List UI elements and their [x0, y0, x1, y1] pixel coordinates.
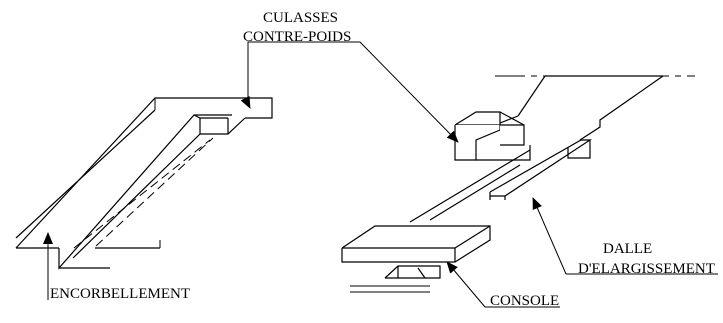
label-dalle: DALLE	[603, 241, 652, 257]
label-elargissement: D'ELARGISSEMENT	[578, 261, 715, 277]
label-console: CONSOLE	[490, 293, 559, 309]
console-leader	[446, 261, 560, 308]
dalle-leader	[532, 197, 718, 275]
label-contre-poids: CONTRE-POIDS	[243, 29, 351, 45]
label-encorbellement: ENCORBELLEMENT	[50, 286, 190, 302]
encorbellement-drawing	[15, 97, 273, 270]
console-and-slab-drawing	[341, 75, 695, 293]
culasses-leader	[240, 41, 459, 143]
label-culasses: CULASSES	[263, 10, 338, 26]
